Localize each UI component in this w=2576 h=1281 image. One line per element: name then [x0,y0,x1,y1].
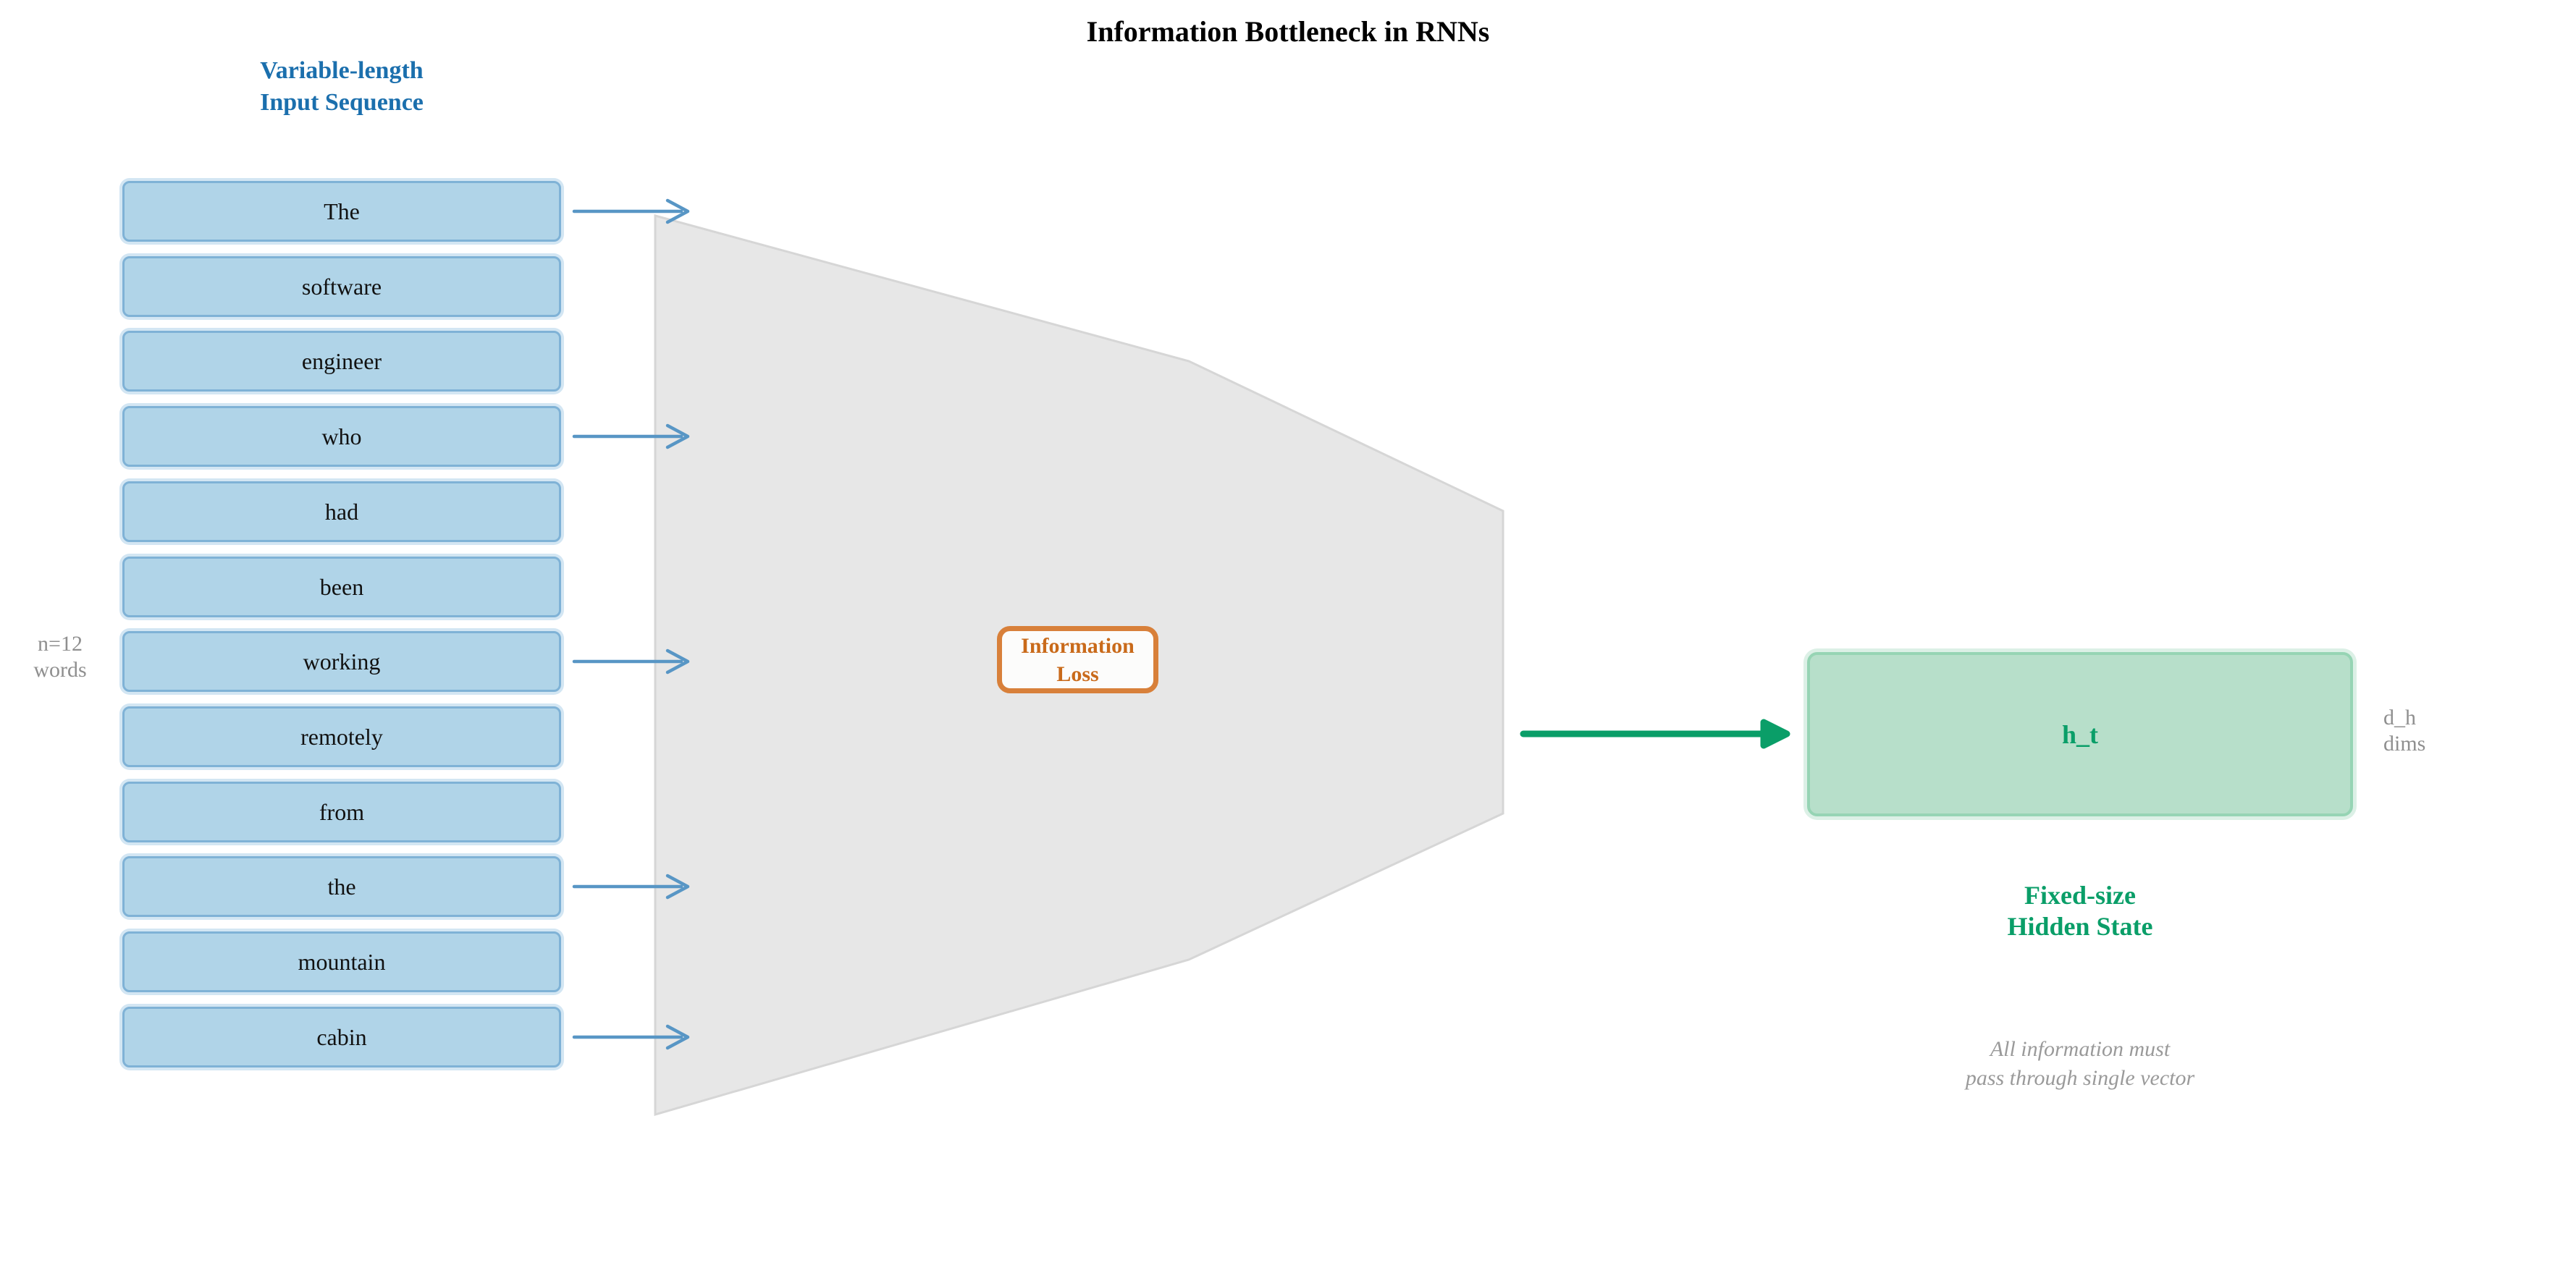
word-box: the [122,856,561,917]
diagram-title: Information Bottleneck in RNNs [1086,15,1490,48]
input-arrow [572,1024,690,1050]
word-box: remotely [122,706,561,767]
information-loss-line1: Information [1021,633,1135,658]
information-loss-box: Information Loss [997,626,1158,693]
dims-note-line2: dims [2383,732,2426,756]
word-box: engineer [122,331,561,392]
dims-note-line1: d_h [2383,706,2416,730]
input-arrow [572,648,690,675]
information-loss-line2: Loss [1056,661,1099,686]
hidden-state-caption: Fixed-size Hidden State [1807,880,2353,942]
single-vector-note-line2: pass through single vector [1965,1066,2195,1090]
hidden-state-caption-line2: Hidden State [2007,912,2153,941]
word-box: who [122,406,561,467]
word-box: working [122,631,561,692]
input-arrow [572,874,690,900]
input-sequence-heading: Variable-length Input Sequence [122,55,561,119]
word-box: software [122,256,561,317]
word-count-note-line2: words [33,658,87,682]
single-vector-note-line1: All information must [1990,1037,2171,1061]
word-box: from [122,782,561,842]
input-sequence-heading-line1: Variable-length [260,57,424,84]
word-box: had [122,481,561,542]
word-box: The [122,181,561,242]
word-count-note: n=12 words [0,631,120,683]
word-box: been [122,557,561,617]
hidden-state-box: h_t [1807,652,2353,816]
word-count-note-line1: n=12 [38,632,83,656]
word-box: mountain [122,931,561,992]
word-box: cabin [122,1007,561,1068]
dims-note: d_h dims [2383,705,2543,757]
hidden-state-caption-line1: Fixed-size [2024,881,2136,910]
input-sequence-heading-line2: Input Sequence [260,89,424,116]
input-arrow [572,423,690,449]
input-arrow [572,198,690,224]
hidden-state-vector-label: h_t [2061,719,2098,749]
hidden-state-arrow [1520,719,1790,749]
single-vector-note: All information must pass through single… [1807,1035,2353,1093]
